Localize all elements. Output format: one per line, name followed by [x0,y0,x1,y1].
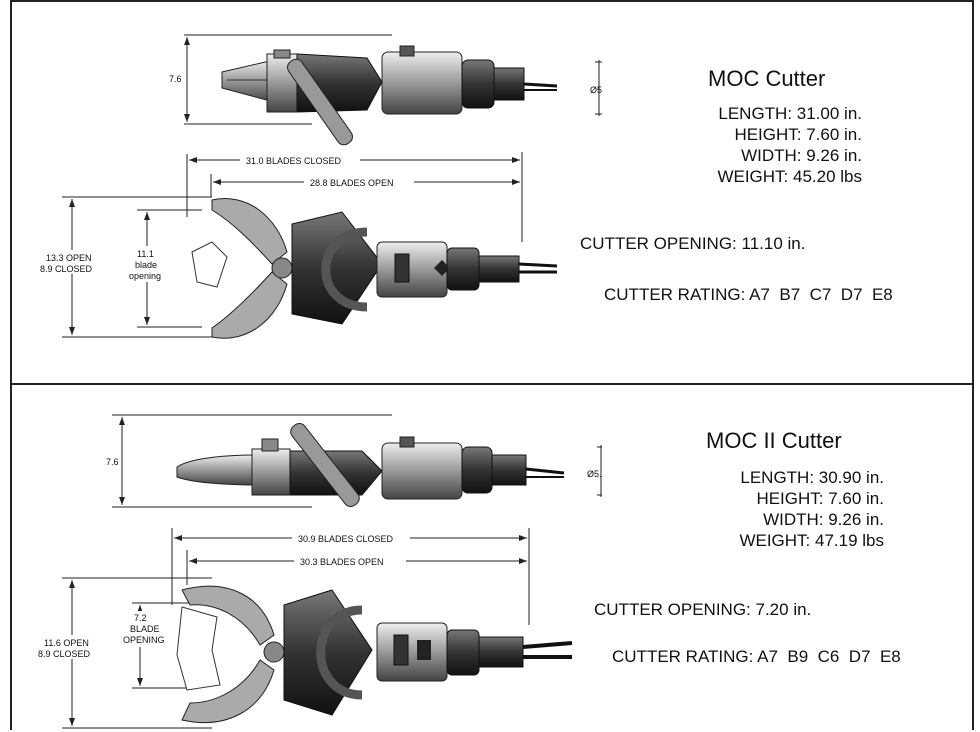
blade-opening-line1: blade [135,260,157,270]
jaw-closed-label: 8.9 CLOSED [40,264,93,274]
spec-width-2: WIDTH: 9.26 in. [763,510,884,529]
blades-closed-label-2: 30.9 BLADES CLOSED [298,534,394,544]
jaw-closed-label-2: 8.9 CLOSED [38,649,91,659]
side-height-label-2: 7.6 [106,457,119,467]
blade-opening-line2-2: OPENING [123,635,165,645]
moc-cutter-drawing: 7.6 [12,2,602,383]
cutter-rating-2: CUTTER RATING: A7 B9 C6 D7 E8 [612,647,901,666]
side-view-2: 7.6 Ø5.1 [106,414,602,508]
moc-cutter-svg: 7.6 [37,34,602,339]
spec-block-2: LENGTH: 30.90 in. HEIGHT: 7.60 in. WIDTH… [739,467,884,551]
jaw-open-label-2: 11.6 OPEN [44,638,89,648]
spec-weight-2: WEIGHT: 47.19 lbs [739,531,884,550]
moc-ii-cutter-drawing: 7.6 Ø5.1 [12,385,602,730]
blades-closed-label: 31.0 BLADES CLOSED [246,156,342,166]
jaw-open-label: 13.3 OPEN [46,253,92,263]
spec-length: LENGTH: 31.00 in. [718,104,862,123]
blades-open-label: 28.8 BLADES OPEN [310,178,394,188]
blade-opening-line2: opening [129,271,161,281]
diameter-label-2: Ø5.1 [587,469,602,479]
spec-length-2: LENGTH: 30.90 in. [740,468,884,487]
spec-width: WIDTH: 9.26 in. [741,146,862,165]
top-view-2: 30.9 BLADES CLOSED 30.3 BLADES OPEN 11.6… [34,528,573,729]
side-height-label: 7.6 [169,74,182,84]
diameter-label: Ø5.1 [590,85,602,95]
cutter-rating: CUTTER RATING: A7 B7 C7 D7 E8 [604,285,893,304]
moc-ii-cutter-svg: 7.6 Ø5.1 [34,414,602,729]
moc-ii-cutter-panel: 7.6 Ø5.1 [10,383,974,730]
cutter-opening: CUTTER OPENING: 11.10 in. [580,234,806,253]
top-view: 31.0 BLADES CLOSED 28.8 BLADES OPEN 13.3… [37,152,558,339]
product-title: MOC Cutter [708,66,826,91]
product-title-2: MOC II Cutter [706,428,842,453]
spec-height: HEIGHT: 7.60 in. [734,125,862,144]
spec-height-2: HEIGHT: 7.60 in. [756,489,884,508]
blade-opening-value-2: 7.2 [134,613,147,623]
side-view: 7.6 [169,34,602,146]
blades-open-label-2: 30.3 BLADES OPEN [300,557,384,567]
spec-block: LENGTH: 31.00 in. HEIGHT: 7.60 in. WIDTH… [717,103,862,187]
blade-opening-line1-2: BLADE [130,624,160,634]
spec-weight: WEIGHT: 45.20 lbs [717,167,862,186]
blade-opening-value: 11.1 [137,249,154,259]
cutter-opening-2: CUTTER OPENING: 7.20 in. [594,600,812,619]
moc-cutter-panel: 7.6 [10,0,974,385]
